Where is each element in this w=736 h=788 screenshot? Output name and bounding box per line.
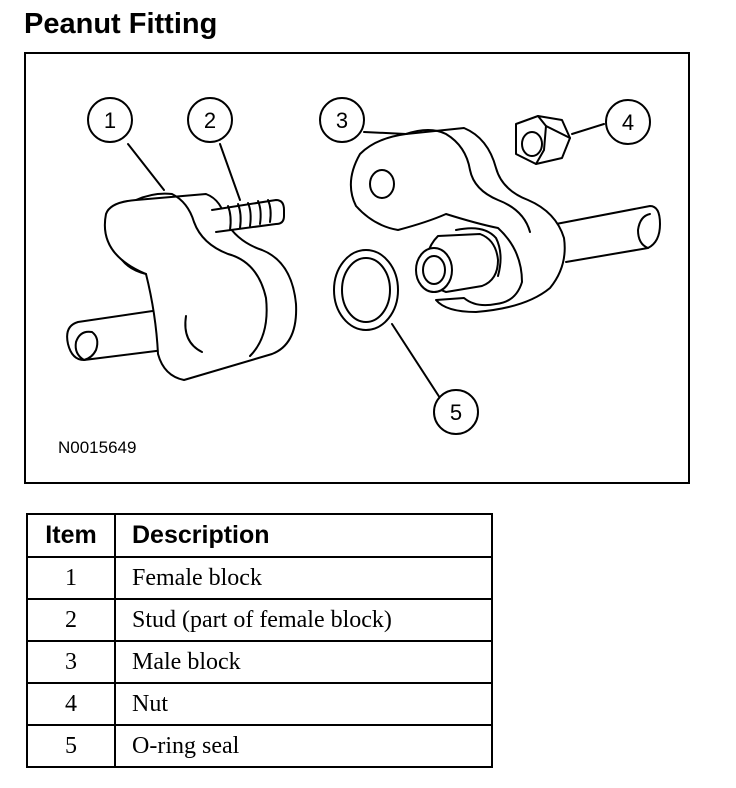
male-block [349,127,661,313]
stud [211,199,285,233]
callout-4 [605,99,651,145]
callout-1-label: 1 [104,108,116,133]
table-row: 1 Female block [26,556,493,600]
row-item-number: 3 [26,640,116,684]
leader-line-4 [571,123,605,135]
nut [515,115,571,165]
row-description: O-ring seal [114,724,493,768]
leader-line-3 [363,131,407,135]
column-header-item: Item [26,513,116,558]
callout-3-label: 3 [336,108,348,133]
callout-2-label: 2 [204,108,216,133]
callout-4-label: 4 [622,110,634,135]
row-item-number: 4 [26,682,116,726]
column-header-description: Description [114,513,493,558]
row-description: Stud (part of female block) [114,598,493,642]
o-ring [333,249,399,331]
row-description: Male block [114,640,493,684]
table-row: 4 Nut [26,682,493,726]
row-item-number: 5 [26,724,116,768]
callout-3 [319,97,365,143]
row-description: Female block [114,556,493,600]
table-row: 5 O-ring seal [26,724,493,768]
row-item-number: 2 [26,598,116,642]
illustration-frame: 1 2 3 4 5 N0015649 [24,52,690,484]
callout-2 [187,97,233,143]
leader-line-1 [127,143,165,191]
table-row: 2 Stud (part of female block) [26,598,493,642]
figure-id: N0015649 [58,438,137,457]
row-item-number: 1 [26,556,116,600]
peanut-fitting-illustration: 1 2 3 4 5 [66,97,661,435]
leader-line-5 [391,323,441,399]
callout-5 [433,389,479,435]
table-header-row: Item Description [26,513,493,558]
callout-5-label: 5 [450,400,462,425]
callout-1 [87,97,133,143]
parts-table: Item Description 1 Female block 2 Stud (… [26,513,493,768]
leader-line-2 [219,143,241,201]
page-title: Peanut Fitting [24,8,218,40]
female-block [66,192,298,381]
row-description: Nut [114,682,493,726]
table-row: 3 Male block [26,640,493,684]
